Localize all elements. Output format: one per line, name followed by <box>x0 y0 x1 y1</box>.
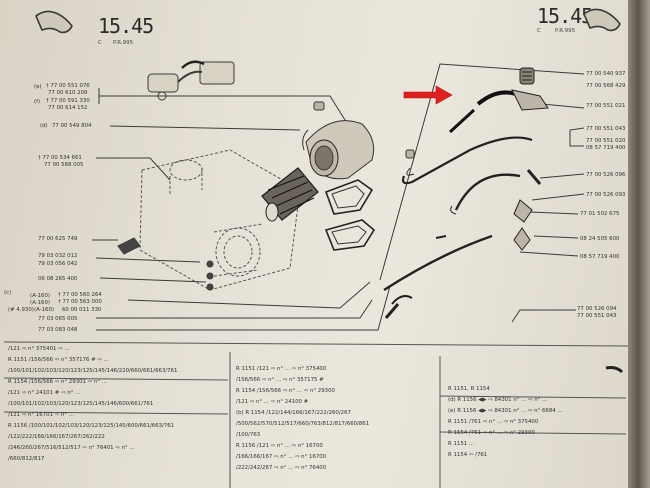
table-middle-line-0: R 1151 /121 ⇨ n° ... ⇨ n° 375400 <box>236 366 327 372</box>
ref-e-2: 77 00 610 209 <box>48 90 88 96</box>
ref-c-1b: † 77 00 560 264 <box>58 292 102 298</box>
table-left-line-10: /660/812/817 <box>8 456 45 462</box>
table-left-line-6: /121 ⇨ n° 16701 ⇨ n° ... <box>8 412 74 418</box>
ref-f-2: 77 00 614 152 <box>48 105 88 111</box>
ref-1: † 77 00 534 661 <box>38 155 82 161</box>
page-sub-c-right: C <box>537 28 541 34</box>
ref-c-2b: † 77 00 563 000 <box>58 299 102 305</box>
ref-a2: 77 00 568 429 <box>586 83 626 89</box>
table-left: /121 ⇨ n° 375401 ⇨ ... R 1151 /156/566 ⇨… <box>8 344 230 465</box>
table-right-line-6: R 1154 ⇦ /761 <box>448 452 488 458</box>
ref-6: 06 08 265 400 <box>38 276 78 282</box>
table-middle-line-5: /500/562/570/512/517/660/763/812/817/660… <box>236 421 370 427</box>
table-middle-line-8: /166/166/167 ⇨ n° ... ⇨ n° 16700 <box>236 454 327 460</box>
ref-a8: 77 00 526 093 <box>586 192 626 198</box>
table-middle-line-9: /222/242/267 ⇨ n° ... ⇨ n° 76400 <box>236 465 327 471</box>
ref-f-marker: (f) <box>34 99 41 105</box>
table-right: R 1151, R 1154 (d) R 1156 ◀▶ ⇨ 84301 n° … <box>448 384 626 461</box>
ref-a13: 77 00 551 043 <box>577 313 617 319</box>
table-right-line-5: R 1151 ... <box>448 441 475 447</box>
ref-a7: 77 00 526 096 <box>586 172 626 178</box>
ref-c-2a: (A-160) <box>30 300 51 306</box>
table-left-line-3: R 1154 /156/566 ⇨ n° 29301 ⇨ n° ... <box>8 379 107 385</box>
table-middle-line-3: /121 ⇨ n° ... ⇨ n° 24100 # <box>236 399 309 405</box>
ref-f-1: † 77 00 591 330 <box>46 98 90 104</box>
table-right-line-0: R 1151, R 1154 <box>448 386 490 392</box>
table-left-line-4: /121 ⇨ n° 24101 # ⇨ n° ... <box>8 390 81 396</box>
ref-a9: 77 01 502 675 <box>580 211 620 217</box>
ref-8: 77 03 083 048 <box>38 327 78 333</box>
book-spine <box>628 0 650 488</box>
ref-4: 79 03 032 012 <box>38 253 78 259</box>
ref-c-3a: (# 4.930) <box>8 307 34 313</box>
table-left-line-0: /121 ⇨ n° 375401 ⇨ ... <box>8 346 70 352</box>
ref-2: 77 00 568 005 <box>44 162 84 168</box>
table-left-line-8: /122/222/166/166/167/267/262/222 <box>8 434 105 440</box>
table-middle-line-4: (b) R 1154 /122/144/166/167/222/260/267 <box>236 410 351 416</box>
page-number-left: 15.45 <box>98 14 154 38</box>
page-number-right: 15.45 <box>537 4 593 28</box>
table-left-line-5: /100/101/102/103/120/123/125/145/146/600… <box>8 401 154 407</box>
page-sub-pr-left: P.R.995 <box>113 40 134 46</box>
table-left-line-9: /246/260/267/516/512/517 ⇨ n° 76401 ⇨ n°… <box>8 445 135 451</box>
table-middle-line-7: R 1156 /121 ⇨ n° ... ⇨ n° 16700 <box>236 443 323 449</box>
ref-a5: 77 00 551 020 <box>586 138 626 144</box>
table-left-line-1: R 1151 /156/566 ⇨ n° 357176 # ⇨ ... <box>8 357 109 363</box>
ref-c-3b: (A-160) <box>34 307 55 313</box>
ref-d-marker: (d) <box>40 123 48 129</box>
table-left-line-7: R 1156 /100/101/102/103/120/123/125/145/… <box>8 423 175 429</box>
ref-7: 77 03 065 005 <box>38 316 78 322</box>
ref-a10: 08 24 505 600 <box>580 236 620 242</box>
ref-d-1: 77 00 549 804 <box>52 123 92 129</box>
ref-e-marker: (e) <box>34 84 42 90</box>
table-right-line-4: R 1154 /761 ⇨ n° ... ⇨ n° 29300 <box>448 430 535 436</box>
ref-e-1: † 77 00 551 076 <box>46 83 90 89</box>
page-sub-pr-right: P.R.995 <box>555 28 576 34</box>
ref-c-marker: (c) <box>4 290 12 296</box>
table-right-line-1: (d) R 1156 ◀▶ ⇨ 84301 n° ... ⇨ n° ... <box>448 397 548 403</box>
page-sub-c-left: C <box>98 40 102 46</box>
ref-3: 77 00 625 749 <box>38 236 78 242</box>
ref-5: 79 03 056 042 <box>38 261 78 267</box>
ref-a4: 77 00 551 043 <box>586 126 626 132</box>
table-middle-line-6: /100/763 <box>236 432 261 438</box>
table-middle: R 1151 /121 ⇨ n° ... ⇨ n° 375400 /156/56… <box>236 364 438 474</box>
ref-a1: 77 00 540 937 <box>586 71 626 77</box>
table-left-line-2: /100/101/102/103/120/123/125/145/146/220… <box>8 368 178 374</box>
table-middle-line-1: /156/566 ⇨ n° ... ⇨ n° 357175 # <box>236 377 324 383</box>
ref-c-3c: 60 00 011 330 <box>62 307 102 313</box>
table-right-line-3: R 1151 /761 ⇨ n° ... ⇨ n° 375400 <box>448 419 539 425</box>
ref-a12: 77 00 526 094 <box>577 306 617 312</box>
table-right-line-2: (e) R 1156 ◀▶ ⇨ 84301 n° ... ⇨ n° 6684 .… <box>448 408 563 414</box>
ref-a3: 77 00 551 021 <box>586 103 626 109</box>
ref-a11: 08 57 719 400 <box>580 254 620 260</box>
ref-c-1a: (A-160) <box>30 293 51 299</box>
table-middle-line-2: R 1154 /156/566 ⇨ n° ... ⇨ n° 29300 <box>236 388 335 394</box>
ref-a6: 08 57 719 400 <box>586 145 626 151</box>
red-arrow-icon <box>403 85 453 105</box>
